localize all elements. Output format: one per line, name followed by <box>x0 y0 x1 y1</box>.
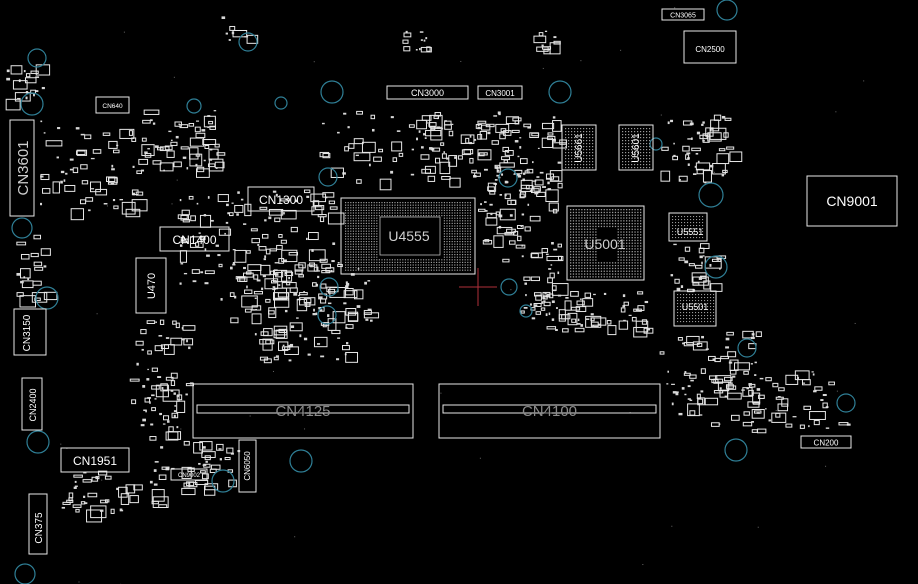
component-u5601[interactable]: U5601 <box>618 124 654 171</box>
component-u5501[interactable]: U5501 <box>673 290 717 327</box>
component-cn4100[interactable]: CN4100 <box>438 383 661 439</box>
component-cn2500[interactable]: CN2500 <box>683 30 737 64</box>
component-cn3000[interactable]: CN3000 <box>386 85 469 100</box>
component-cn3601[interactable]: CN3601 <box>9 119 35 217</box>
label-cn4100: CN4100 <box>522 403 577 420</box>
pads-u5551 <box>672 216 704 239</box>
label-cn3000: CN3000 <box>411 88 444 98</box>
component-cn3001[interactable]: CN3001 <box>477 85 523 100</box>
label-cn3150: CN3150 <box>22 314 33 351</box>
label-u5661: U5661 <box>574 133 585 163</box>
label-cn9002: CN9002 <box>178 473 201 479</box>
component-cn1951[interactable]: CN1951 <box>60 447 130 473</box>
component-cn375[interactable]: CN375 <box>28 493 48 555</box>
label-u4555: U4555 <box>388 228 429 244</box>
bga-pads-u5001 <box>570 209 642 278</box>
label-cn3601: CN3601 <box>15 140 32 195</box>
component-u4555[interactable]: U4555 <box>340 197 476 275</box>
label-cn2500: CN2500 <box>695 45 725 54</box>
label-cn1300: CN1300 <box>259 193 303 207</box>
component-cn3150[interactable]: CN3150 <box>13 308 47 356</box>
pads-u5501 <box>677 294 715 323</box>
component-cn3065[interactable]: CN3065 <box>661 8 705 21</box>
component-u5001[interactable]: U5001 <box>566 205 645 281</box>
component-cn2400[interactable]: CN2400 <box>21 377 43 431</box>
label-u470: U470 <box>146 273 158 299</box>
label-cn3065: CN3065 <box>670 13 696 20</box>
component-cn1300[interactable]: CN1300 <box>247 186 315 212</box>
label-u5501: U5501 <box>682 302 709 312</box>
component-u470[interactable]: U470 <box>135 257 167 314</box>
label-cn375: CN375 <box>34 512 45 544</box>
label-cn3001: CN3001 <box>485 89 515 98</box>
pads-u5601 <box>622 128 651 169</box>
label-cn1400: CN1400 <box>172 233 216 247</box>
label-cn6050: CN6050 <box>243 451 252 481</box>
label-cn200: CN200 <box>814 439 839 448</box>
label-u5601: U5601 <box>631 133 642 163</box>
pads-u5661 <box>565 128 594 169</box>
label-cn2400: CN2400 <box>28 388 38 421</box>
component-cn4125[interactable]: CN4125 <box>192 383 414 439</box>
label-u5551: U5551 <box>677 227 704 237</box>
component-u5661[interactable]: U5661 <box>561 124 597 171</box>
bga-pads-u4555 <box>345 202 471 271</box>
component-u5551[interactable]: U5551 <box>668 212 708 242</box>
component-cn200[interactable]: CN200 <box>800 435 852 449</box>
component-cn6050[interactable]: CN6050 <box>238 439 257 493</box>
label-cn4125: CN4125 <box>275 403 330 420</box>
small-components <box>5 7 865 584</box>
component-cn640[interactable]: CN640 <box>95 96 130 114</box>
crosshair-cursor-icon <box>459 268 497 306</box>
label-cn640: CN640 <box>102 103 123 110</box>
component-cn9001[interactable]: CN9001 <box>806 175 898 227</box>
component-cn1400[interactable]: CN1400 <box>159 226 230 252</box>
label-cn1951: CN1951 <box>73 454 117 468</box>
label-u5001: U5001 <box>584 236 625 252</box>
label-cn9001: CN9001 <box>826 193 878 209</box>
component-cn9002[interactable]: CN9002 <box>170 468 208 481</box>
